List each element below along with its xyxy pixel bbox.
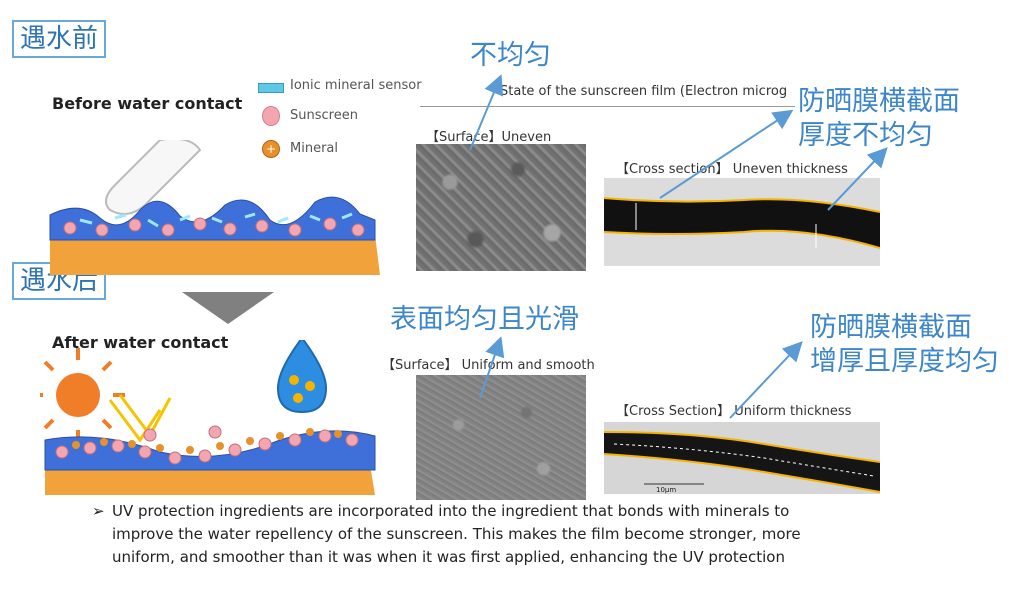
- header-divider: [420, 106, 795, 107]
- water-droplet-icon: [276, 340, 328, 414]
- after-label: After water contact: [52, 333, 229, 352]
- after-surface-caption: 【Surface】 Uniform and smooth: [382, 358, 595, 373]
- finger-icon: [105, 140, 202, 215]
- after-surface-micrograph: [416, 375, 586, 500]
- before-surface-micrograph: [416, 144, 586, 271]
- bullet-arrow-icon: ➢: [92, 502, 105, 520]
- film-cross-after-line1: 防晒膜横截面: [810, 312, 972, 343]
- before-surface-caption: 【Surface】Uneven: [426, 130, 552, 145]
- mineral-plus-icon: +: [262, 140, 280, 158]
- skin-layer-after: [45, 465, 375, 495]
- film-cross-before-line2: 厚度不均匀: [798, 120, 933, 151]
- after-cross-micrograph: 10μm: [603, 422, 881, 494]
- film-cross-before-line1: 防晒膜横截面: [798, 86, 960, 117]
- skin-layer: [50, 235, 380, 275]
- after-water-illustration: [40, 340, 376, 495]
- legend-label-sensor: Ionic mineral sensor: [290, 78, 422, 93]
- before-tag: 遇水前: [12, 20, 107, 58]
- description-text: UV protection ingredients are incorporat…: [112, 502, 801, 566]
- after-cross-caption: 【Cross Section】 Uniform thickness: [616, 404, 852, 419]
- sensor-icon: [258, 83, 284, 93]
- transition-arrow-icon: [182, 292, 274, 324]
- sun-icon: [40, 348, 125, 442]
- before-cross-micrograph: [603, 178, 881, 266]
- description-bullet: ➢ UV protection ingredients are incorpor…: [92, 500, 802, 569]
- uneven-annotation: 不均匀: [470, 40, 551, 71]
- sunscreen-droplet-icon: [262, 106, 280, 126]
- scale-label: 10μm: [656, 486, 677, 494]
- before-cross-caption: 【Cross section】 Uneven thickness: [616, 162, 848, 177]
- smooth-surface-annotation: 表面均匀且光滑: [390, 304, 579, 335]
- micrograph-header: State of the sunscreen film (Electron mi…: [500, 84, 788, 99]
- before-water-illustration: [49, 140, 380, 275]
- film-cross-after-line2: 增厚且厚度均匀: [810, 346, 999, 377]
- legend-label-sunscreen: Sunscreen: [290, 108, 358, 123]
- legend-label-mineral: Mineral: [290, 141, 338, 156]
- before-label: Before water contact: [52, 94, 243, 113]
